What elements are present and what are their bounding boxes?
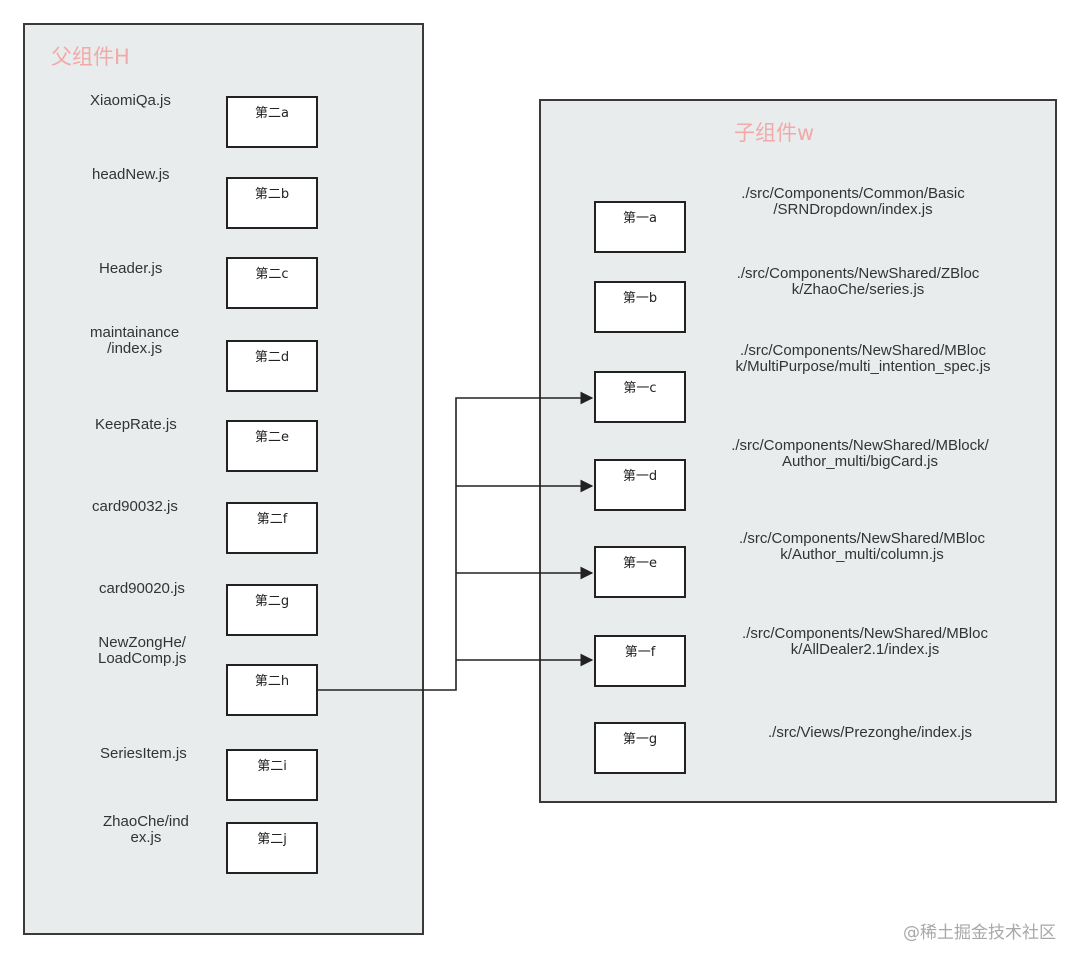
path-line: ./src/Components/Common/Basic	[741, 185, 965, 202]
parent-panel: 父组件H	[23, 23, 424, 935]
child-path-label: ./src/Components/Common/Basic /SRNDropdo…	[693, 186, 1013, 218]
parent-node-2e[interactable]: 第二e	[226, 420, 318, 472]
parent-node-2h[interactable]: 第二h	[226, 664, 318, 716]
parent-file-label: Header.js	[99, 260, 163, 277]
child-panel-title: 子组件w	[734, 121, 815, 145]
path-line: k/Author_multi/column.js	[780, 546, 944, 563]
path-line: ./src/Views/Prezonghe/index.js	[768, 724, 972, 741]
parent-node-2f[interactable]: 第二f	[226, 502, 318, 554]
child-path-label: ./src/Views/Prezonghe/index.js	[710, 725, 1030, 741]
parent-file-label: XiaomiQa.js	[90, 92, 171, 109]
child-node-1f[interactable]: 第一f	[594, 635, 686, 687]
parent-node-2g[interactable]: 第二g	[226, 584, 318, 636]
path-line: ./src/Components/NewShared/MBloc	[740, 342, 986, 359]
child-node-1d[interactable]: 第一d	[594, 459, 686, 511]
parent-file-label: SeriesItem.js	[100, 745, 187, 762]
path-line: k/AllDealer2.1/index.js	[790, 641, 940, 658]
edge-2h-to-1c	[318, 391, 594, 691]
path-line: ./src/Components/NewShared/MBloc	[742, 625, 988, 642]
path-line: Author_multi/bigCard.js	[782, 453, 938, 470]
watermark-text: @稀土掘金技术社区	[903, 923, 1056, 943]
child-path-label: ./src/Components/NewShared/MBloc k/AllDe…	[705, 626, 1025, 658]
path-line: k/MultiPurpose/multi_intention_spec.js	[735, 358, 991, 375]
parent-node-2j[interactable]: 第二j	[226, 822, 318, 874]
parent-file-label: headNew.js	[92, 166, 170, 183]
parent-file-label: NewZongHe/ LoadComp.js	[98, 634, 187, 667]
path-line: ./src/Components/NewShared/MBloc	[739, 530, 985, 547]
parent-node-2d[interactable]: 第二d	[226, 340, 318, 392]
child-path-label: ./src/Components/NewShared/MBlock/ Autho…	[700, 438, 1020, 470]
child-node-1b[interactable]: 第一b	[594, 281, 686, 333]
child-node-1e[interactable]: 第一e	[594, 546, 686, 598]
parent-file-label: ZhaoChe/ind ex.js	[103, 813, 189, 846]
parent-panel-title: 父组件H	[51, 45, 130, 69]
parent-file-label: KeepRate.js	[95, 416, 177, 433]
parent-node-2c[interactable]: 第二c	[226, 257, 318, 309]
path-line: ./src/Components/NewShared/MBlock/	[731, 437, 989, 454]
path-line: ./src/Components/NewShared/ZBloc	[736, 265, 980, 282]
parent-node-2b[interactable]: 第二b	[226, 177, 318, 229]
parent-file-label: card90032.js	[92, 498, 178, 515]
parent-file-label: maintainance /index.js	[90, 324, 180, 357]
child-panel: 子组件w	[539, 99, 1057, 803]
parent-file-label: card90020.js	[99, 580, 185, 597]
child-node-1a[interactable]: 第一a	[594, 201, 686, 253]
child-path-label: ./src/Components/NewShared/MBloc k/Multi…	[703, 343, 1023, 375]
parent-node-2a[interactable]: 第二a	[226, 96, 318, 148]
child-path-label: ./src/Components/NewShared/ZBloc k/ZhaoC…	[698, 266, 1018, 298]
child-node-1g[interactable]: 第一g	[594, 722, 686, 774]
child-path-label: ./src/Components/NewShared/MBloc k/Autho…	[702, 531, 1022, 563]
path-line: k/ZhaoChe/series.js	[791, 281, 925, 298]
parent-node-2i[interactable]: 第二i	[226, 749, 318, 801]
path-line: /SRNDropdown/index.js	[773, 201, 933, 218]
child-node-1c[interactable]: 第一c	[594, 371, 686, 423]
